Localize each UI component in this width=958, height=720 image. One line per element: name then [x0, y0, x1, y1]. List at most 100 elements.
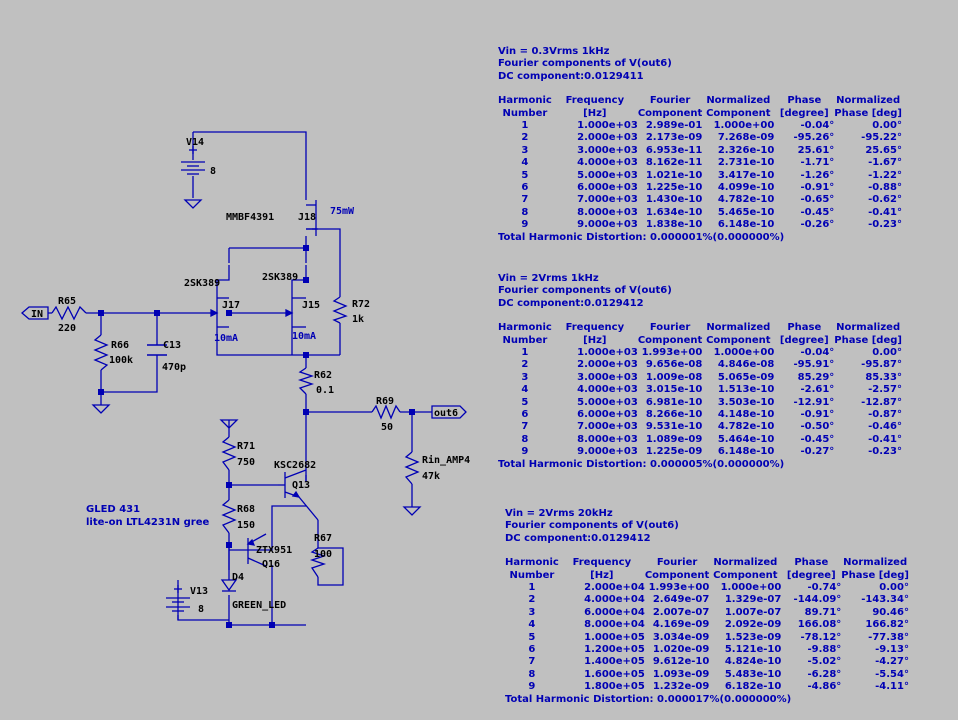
- table-cell: Frequency: [565, 95, 625, 107]
- label-r67: R67: [314, 533, 332, 544]
- table-cell: Phase [deg]: [834, 107, 902, 119]
- battery-v13[interactable]: [166, 585, 190, 620]
- label-c13-value: 470p: [162, 362, 186, 373]
- jfet-j15[interactable]: [229, 293, 306, 332]
- table-cell: 8.266e-10: [645, 409, 703, 421]
- table-cell: 4.148e-10: [717, 409, 775, 421]
- led-d4[interactable]: [220, 579, 238, 592]
- table-cell: -1.71°: [800, 157, 835, 169]
- capacitor-c13[interactable]: [147, 344, 167, 356]
- table-cell: 25.65°: [865, 144, 902, 156]
- table-cell: 0.00°: [872, 347, 902, 359]
- port-in[interactable]: [21, 306, 49, 320]
- table-cell: -0.50°: [800, 421, 835, 433]
- table-cell: 4.000e+03: [577, 384, 638, 396]
- table-cell: 7: [521, 421, 529, 433]
- table-cell: -2.57°: [868, 384, 902, 396]
- table-cell: -143.34°: [861, 594, 909, 606]
- table-cell: Phase [deg]: [834, 334, 902, 346]
- table-cell: 4.000e+03: [577, 157, 638, 169]
- label-r67-value: 100: [314, 549, 332, 560]
- table-cell: [Hz]: [583, 334, 607, 346]
- table-cell: Normalized: [843, 557, 908, 569]
- label-r71: R71: [237, 441, 255, 452]
- table-cell: 3: [521, 371, 529, 383]
- table-cell: 3.000e+03: [577, 371, 638, 383]
- fourier-subtitle: Fourier components of V(out6): [498, 285, 672, 297]
- table-cell: [degree]: [779, 107, 829, 119]
- table-cell: 2.092e-09: [724, 619, 782, 631]
- table-cell: 3: [528, 606, 536, 618]
- table-cell: 4.846e-08: [717, 359, 775, 371]
- jfet-j18[interactable]: [306, 200, 318, 236]
- table-cell: -5.02°: [807, 656, 842, 668]
- table-cell: 1.232e-09: [652, 681, 710, 693]
- table-cell: 6: [521, 409, 529, 421]
- table-cell: 1.000e+00: [713, 120, 775, 132]
- label-j15-part: 2SK389: [262, 272, 298, 283]
- table-cell: 4.099e-10: [717, 182, 775, 194]
- junction-dots: [98, 245, 415, 628]
- label-r69: R69: [376, 396, 394, 407]
- bjt-q13[interactable]: [278, 469, 307, 498]
- table-cell: -0.91°: [800, 182, 835, 194]
- table-cell: -0.46°: [868, 421, 902, 433]
- table-cell: -0.41°: [868, 206, 902, 218]
- label-r68-value: 150: [237, 520, 255, 531]
- table-cell: -0.62°: [868, 194, 902, 206]
- label-d4-part: GREEN_LED: [232, 600, 286, 611]
- table-cell: 9: [528, 681, 536, 693]
- table-cell: -0.87°: [868, 409, 902, 421]
- table-cell: Harmonic: [498, 95, 552, 107]
- table-cell: Frequency: [565, 322, 625, 334]
- jfet-j17[interactable]: [209, 293, 229, 332]
- table-cell: 4.782e-10: [717, 194, 775, 206]
- battery-v14[interactable]: [181, 146, 205, 175]
- resistors[interactable]: [51, 296, 420, 578]
- bjt-q16[interactable]: [229, 533, 267, 567]
- table-cell: -0.27°: [800, 446, 835, 458]
- label-v14: V14: [186, 137, 204, 148]
- table-cell: 8.162e-11: [645, 157, 703, 169]
- table-cell: 89.71°: [804, 606, 842, 618]
- table-cell: Normalized: [836, 95, 901, 107]
- table-cell: Component: [706, 107, 771, 119]
- table-cell: 5: [521, 169, 529, 181]
- table-cell: Harmonic: [498, 322, 552, 334]
- table-cell: 2.326e-10: [717, 144, 775, 156]
- table-cell: -144.09°: [793, 594, 842, 606]
- table-cell: 8.000e+03: [577, 433, 638, 445]
- table-cell: 3: [521, 144, 529, 156]
- table-cell: 2: [521, 132, 529, 144]
- table-cell: 25.61°: [797, 144, 835, 156]
- table-cell: 8.000e+03: [577, 206, 638, 218]
- table-cell: [Hz]: [590, 569, 614, 581]
- table-cell: Harmonic: [505, 557, 559, 569]
- table-cell: -0.04°: [800, 347, 835, 359]
- label-in-port: IN: [31, 309, 43, 320]
- label-q16: Q16: [262, 559, 280, 570]
- label-j17: J17: [222, 300, 240, 311]
- label-out6-port: out6: [434, 408, 458, 419]
- table-cell: -95.87°: [861, 359, 902, 371]
- table-cell: -1.67°: [868, 157, 902, 169]
- table-cell: Component: [706, 334, 771, 346]
- table-cell: 9.656e-08: [645, 359, 703, 371]
- label-r66-value: 100k: [109, 355, 133, 366]
- table-cell: 2: [521, 359, 529, 371]
- port-out6[interactable]: [431, 405, 467, 419]
